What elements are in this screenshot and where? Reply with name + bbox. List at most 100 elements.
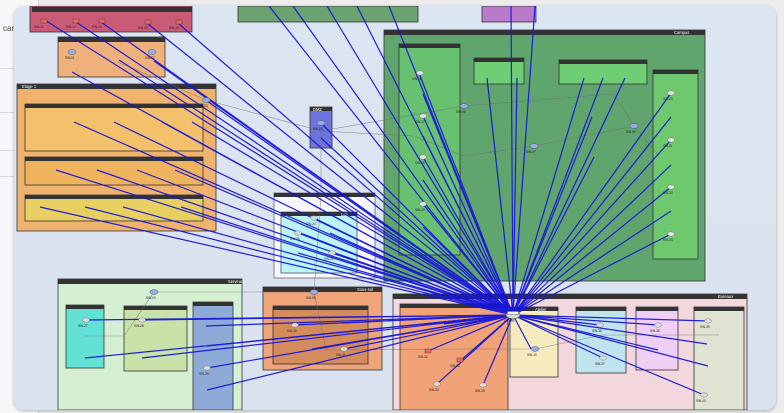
router-icon[interactable] xyxy=(40,18,48,24)
server-icon[interactable] xyxy=(654,322,662,328)
node-sw-36[interactable]: SW-36 xyxy=(592,322,604,333)
node-label: SW-13 xyxy=(92,25,102,29)
node-label: SW-21 xyxy=(663,144,673,148)
node-sw-14[interactable]: SW-14 xyxy=(138,19,152,30)
bottom-left-green-box[interactable] xyxy=(123,305,188,372)
hub-link xyxy=(122,206,514,316)
node-sw-07[interactable]: SW-07 xyxy=(526,143,539,154)
router-icon[interactable] xyxy=(98,18,106,24)
bottom-pink-group-label: Bureaux xyxy=(718,294,733,299)
switch-icon[interactable] xyxy=(201,97,211,103)
node-sw-32[interactable]: SW-32 xyxy=(418,348,432,359)
node-sw-13[interactable]: SW-13 xyxy=(92,18,106,29)
server-icon[interactable] xyxy=(667,231,675,237)
node-sw-35[interactable]: SW-35 xyxy=(475,382,487,393)
server-icon[interactable] xyxy=(599,355,607,361)
node-sw-16[interactable]: SW-16 xyxy=(412,70,424,81)
router-icon[interactable] xyxy=(72,18,80,24)
node-sw-34[interactable]: SW-34 xyxy=(429,381,441,392)
node-sw-03[interactable]: SW-03 xyxy=(198,97,211,108)
node-sw-12[interactable]: SW-12 xyxy=(66,18,80,29)
node-sw-27[interactable]: SW-27 xyxy=(78,317,90,328)
server-icon[interactable] xyxy=(416,70,424,76)
server-icon[interactable] xyxy=(310,215,318,221)
server-icon[interactable] xyxy=(700,392,708,398)
router-icon[interactable] xyxy=(175,19,183,25)
router-icon[interactable] xyxy=(456,357,464,363)
node-sw-20[interactable]: SW-20 xyxy=(663,90,675,101)
switch-icon[interactable] xyxy=(530,346,540,352)
node-sw-11[interactable]: SW-11 xyxy=(34,18,48,29)
server-icon[interactable] xyxy=(203,365,211,371)
server-icon[interactable] xyxy=(704,318,712,324)
server-icon[interactable] xyxy=(419,113,427,119)
node-sw-15[interactable]: SW-15 xyxy=(169,19,183,30)
node-sw-21[interactable]: SW-21 xyxy=(663,137,675,148)
node-sw-23[interactable]: SW-23 xyxy=(663,231,675,242)
server-icon[interactable] xyxy=(328,250,336,256)
server-icon[interactable] xyxy=(291,322,299,328)
router-icon[interactable] xyxy=(144,19,152,25)
left-yellow-subgroup-3[interactable] xyxy=(24,194,204,222)
server-icon[interactable] xyxy=(340,346,348,352)
switch-icon[interactable] xyxy=(67,49,77,55)
server-icon[interactable] xyxy=(667,90,675,96)
top-green-group[interactable] xyxy=(237,6,419,23)
node-sw-17[interactable]: SW-17 xyxy=(415,113,427,124)
node-sw-38[interactable]: SW-38 xyxy=(650,322,662,333)
node-label: SW-22 xyxy=(663,191,673,195)
router-icon[interactable] xyxy=(424,348,432,354)
server-icon[interactable] xyxy=(479,382,487,388)
switch-icon[interactable] xyxy=(309,289,319,295)
node-sw-19[interactable]: SW-19 xyxy=(415,201,427,212)
server-icon[interactable] xyxy=(419,201,427,207)
node-sw-39[interactable]: SW-39 xyxy=(700,318,712,329)
hub-link xyxy=(180,206,514,316)
hub-link xyxy=(512,314,709,367)
node-sw-01[interactable]: SW-01 xyxy=(65,49,77,60)
server-icon[interactable] xyxy=(667,137,675,143)
server-icon[interactable] xyxy=(596,322,604,328)
server-icon[interactable] xyxy=(82,317,90,323)
node-sw-22[interactable]: SW-22 xyxy=(663,184,675,195)
node-sw-37[interactable]: SW-37 xyxy=(595,355,607,366)
bottom-left-cyan-box[interactable] xyxy=(65,304,105,369)
core-router[interactable]: CORE xyxy=(504,310,521,323)
node-sw-30[interactable]: SW-30 xyxy=(287,322,299,333)
switch-icon[interactable] xyxy=(149,289,159,295)
green-box-mid-1[interactable] xyxy=(473,57,525,85)
node-sw-25[interactable]: SW-25 xyxy=(290,230,302,241)
server-icon[interactable] xyxy=(419,154,427,160)
switch-icon[interactable] xyxy=(529,143,539,149)
network-diagram[interactable]: Etage 1 DMZ Campus Lab xyxy=(14,6,776,410)
node-sw-02[interactable]: SW-02 xyxy=(145,49,157,60)
node-sw-06[interactable]: SW-06 xyxy=(626,123,639,134)
switch-icon[interactable] xyxy=(316,120,326,126)
server-icon[interactable] xyxy=(138,317,146,323)
green-column-right[interactable] xyxy=(652,69,699,260)
network-canvas[interactable]: Etage 1 DMZ Campus Lab xyxy=(14,6,776,410)
node-sw-18[interactable]: SW-18 xyxy=(415,154,427,165)
node-sw-08[interactable]: SW-08 xyxy=(306,289,319,300)
left-yellow-subgroup-1[interactable] xyxy=(24,103,204,152)
node-label: SW-36 xyxy=(592,329,602,333)
node-sw-29[interactable]: SW-29 xyxy=(199,365,211,376)
node-sw-09[interactable]: SW-09 xyxy=(146,289,159,300)
node-sw-33[interactable]: SW-33 xyxy=(450,357,464,368)
switch-icon[interactable] xyxy=(629,123,639,129)
node-sw-31[interactable]: SW-31 xyxy=(336,346,348,357)
node-sw-28[interactable]: SW-28 xyxy=(134,317,146,328)
switch-icon[interactable] xyxy=(459,103,469,109)
node-sw-40[interactable]: SW-40 xyxy=(696,392,708,403)
top-purple-group[interactable] xyxy=(481,6,537,23)
server-icon[interactable] xyxy=(433,381,441,387)
node-sw-04[interactable]: SW-04 xyxy=(313,120,326,131)
node-sw-05[interactable]: SW-05 xyxy=(456,103,469,114)
left-yellow-subgroup-2[interactable] xyxy=(24,156,204,186)
node-sw-10[interactable]: SW-10 xyxy=(527,346,540,357)
node-sw-26[interactable]: SW-26 xyxy=(324,250,336,261)
server-icon[interactable] xyxy=(667,184,675,190)
server-icon[interactable] xyxy=(294,230,302,236)
switch-icon[interactable] xyxy=(147,49,157,55)
node-sw-24[interactable]: SW-24 xyxy=(306,215,318,226)
